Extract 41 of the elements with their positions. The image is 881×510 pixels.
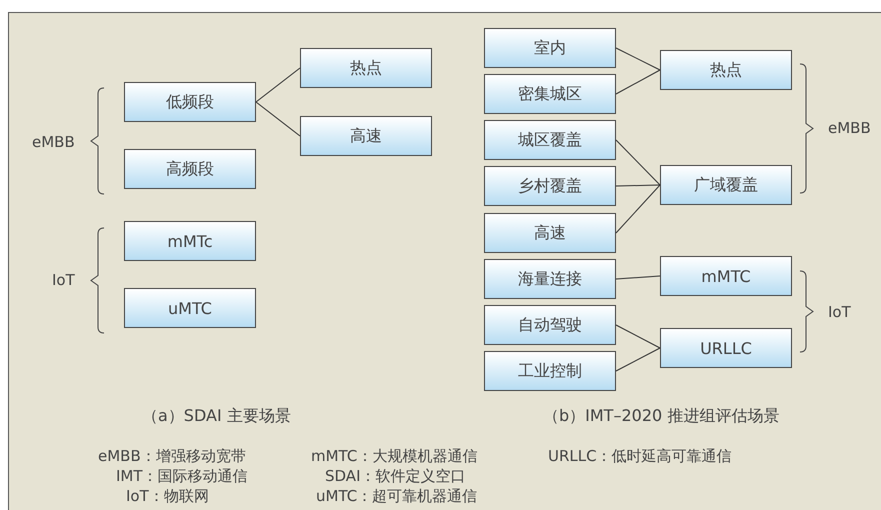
scenario-box: 工业控制 (484, 351, 616, 391)
scenario-box: mMTC (660, 256, 792, 296)
connector-line (616, 324, 660, 348)
group-label: eMBB (32, 133, 75, 151)
connector-line (616, 184, 660, 186)
abbreviation-note: IoT：物联网 (126, 487, 209, 505)
abbreviation-note: uMTC：超可靠机器通信 (316, 487, 478, 505)
scenario-box: 热点 (300, 48, 432, 88)
scenario-box: 城区覆盖 (484, 120, 616, 160)
abbreviation-note: IMT：国际移动通信 (116, 467, 248, 485)
scenario-box: 密集城区 (484, 74, 616, 114)
scenario-box: 高速 (484, 213, 616, 253)
scenario-box: 海量连接 (484, 259, 616, 299)
caption: （a）SDAI 主要场景 (142, 407, 291, 425)
scenario-box: 低频段 (124, 82, 256, 122)
scenario-box: uMTC (124, 288, 256, 328)
abbreviation-note: SDAI：软件定义空口 (325, 467, 466, 485)
connector-line (616, 184, 660, 234)
connector-line (616, 70, 660, 94)
scenario-box: 室内 (484, 28, 616, 68)
connector-line (616, 48, 660, 70)
scenario-box: 广域覆盖 (660, 165, 792, 205)
scenario-box: mMTc (124, 221, 256, 261)
abbreviation-note: URLLC：低时延高可靠通信 (548, 447, 732, 465)
scenario-box: 乡村覆盖 (484, 166, 616, 206)
caption: （b）IMT–2020 推进组评估场景 (543, 407, 780, 425)
scenario-box: 热点 (660, 50, 792, 90)
abbreviation-note: mMTC：大规模机器通信 (311, 447, 478, 465)
group-label: IoT (52, 271, 75, 289)
scenario-box: 高频段 (124, 149, 256, 189)
abbreviation-note: eMBB：增强移动宽带 (98, 447, 246, 465)
connector-line (616, 348, 660, 372)
scenario-box: 自动驾驶 (484, 305, 616, 345)
connector-line (616, 140, 660, 186)
connector-line (256, 68, 300, 102)
group-label: eMBB (828, 119, 871, 137)
group-label: IoT (828, 303, 851, 321)
connector-line (616, 276, 660, 280)
connector-line (256, 102, 300, 136)
scenario-box: URLLC (660, 328, 792, 368)
scenario-box: 高速 (300, 116, 432, 156)
